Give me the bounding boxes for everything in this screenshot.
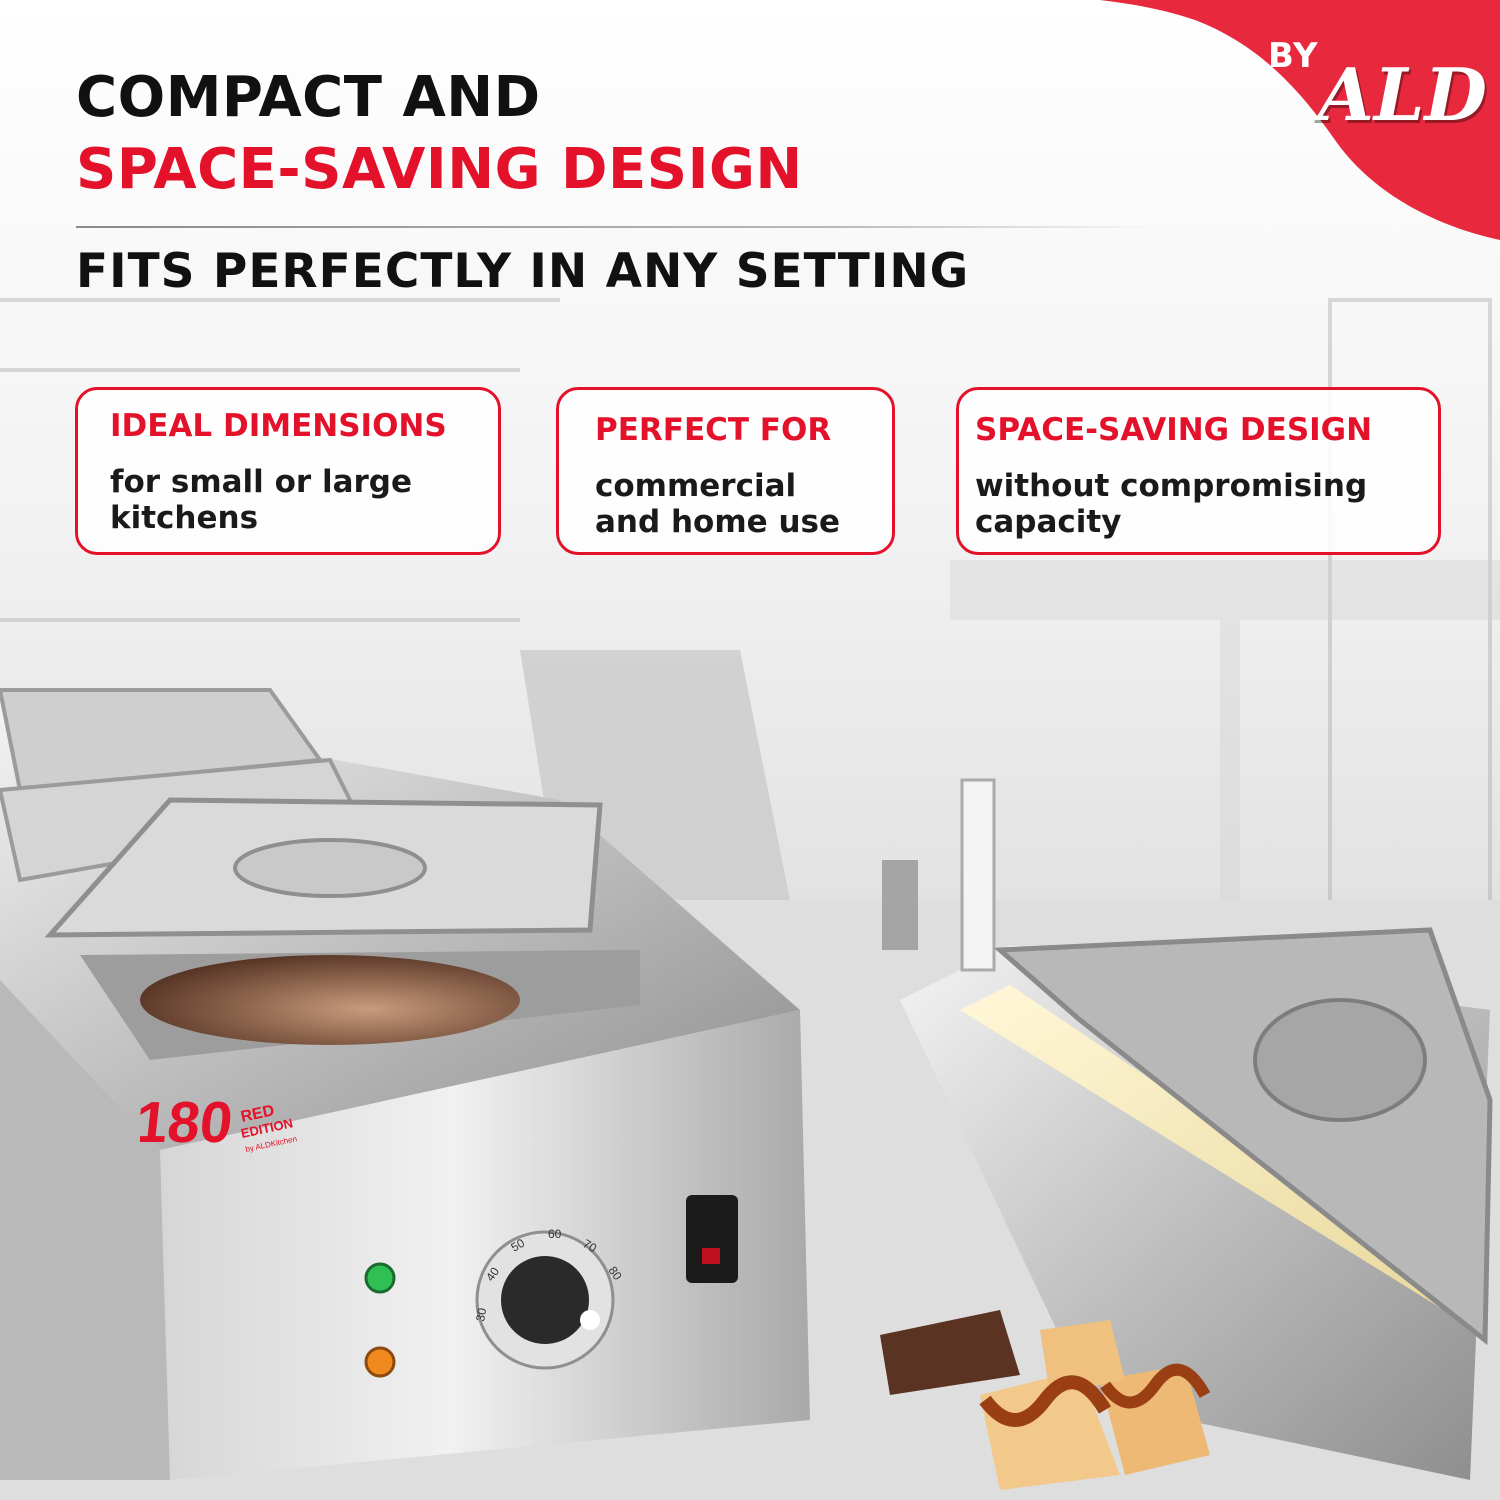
dial-tick: 30 <box>473 1307 489 1323</box>
temperature-dial-ticks: 30 40 50 60 70 80 <box>473 1227 625 1323</box>
dial-tick: 60 <box>548 1227 562 1241</box>
feature-card-use: PERFECT FOR commercial and home use <box>556 387 895 555</box>
divider <box>76 226 1156 228</box>
red-edition-logo: 180 RED EDITION by ALDKitchen <box>140 1090 298 1155</box>
brand-badge-shape <box>1100 0 1500 240</box>
dial-tick: 70 <box>581 1236 600 1255</box>
dial-tick: 80 <box>606 1264 625 1283</box>
card-title: PERFECT FOR <box>595 412 832 448</box>
feature-card-dimensions: IDEAL DIMENSIONS for small or large kitc… <box>75 387 501 555</box>
dial-tick: 40 <box>483 1264 502 1283</box>
brand-name: ALD <box>1318 52 1487 137</box>
card-title: SPACE-SAVING DESIGN <box>975 412 1373 448</box>
card-body: commercial and home use <box>595 468 841 540</box>
logo-number: 180 <box>140 1090 236 1155</box>
headline-line-1: COMPACT AND <box>76 65 541 130</box>
headline-line-2: SPACE-SAVING DESIGN <box>76 137 803 202</box>
brand-by: BY <box>1268 36 1319 76</box>
dial-tick: 50 <box>509 1236 528 1255</box>
card-body: for small or large kitchens <box>110 464 413 536</box>
card-title: IDEAL DIMENSIONS <box>110 408 447 444</box>
feature-card-space-saving: SPACE-SAVING DESIGN without compromising… <box>956 387 1441 555</box>
headline: COMPACT AND SPACE-SAVING DESIGN <box>76 62 803 206</box>
subtitle: FITS PERFECTLY IN ANY SETTING <box>76 244 970 299</box>
card-body: without compromising capacity <box>975 468 1368 540</box>
logo-red: RED <box>239 1102 276 1126</box>
